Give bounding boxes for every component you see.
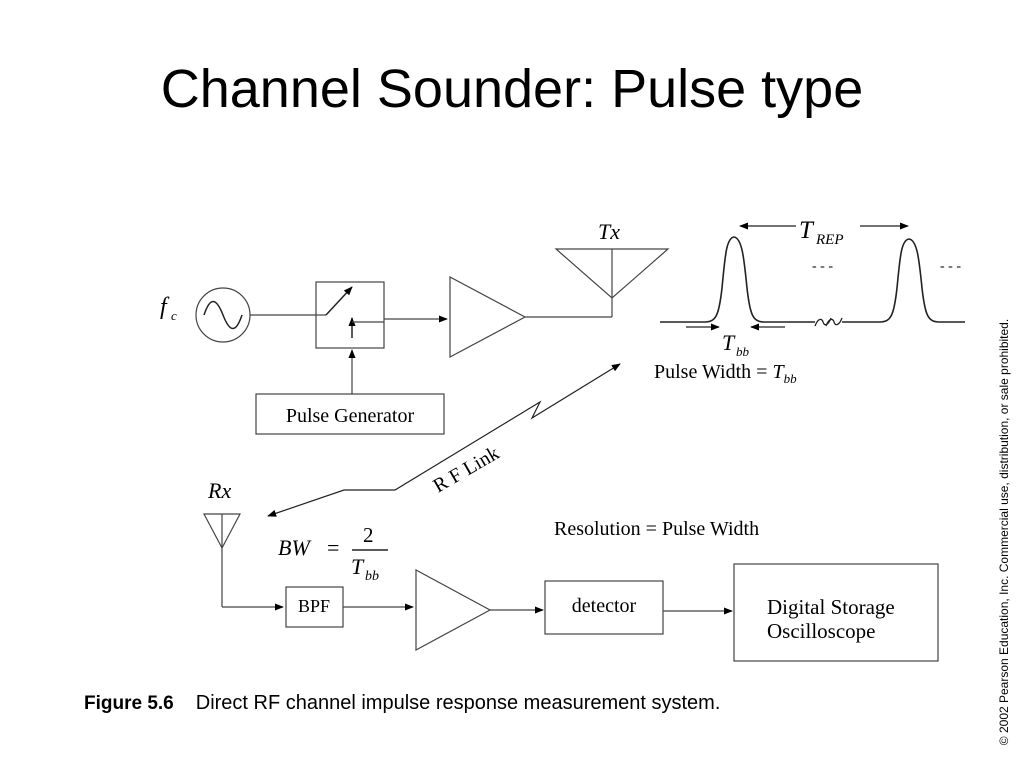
break-symbol-icon (814, 317, 843, 327)
pulse-generator-label: Pulse Generator (286, 405, 415, 427)
slide-title: Channel Sounder: Pulse type (160, 59, 864, 119)
repetition-dots-1: - - - (812, 259, 833, 274)
tx-antenna-icon (554, 248, 670, 299)
figure-caption: Figure 5.6 Direct RF channel impulse resp… (84, 692, 720, 715)
figure-label: Figure 5.6 (84, 693, 174, 714)
oscilloscope-box (733, 563, 939, 662)
pulse-width-subscript: bb (784, 371, 798, 386)
trep-subscript: REP (815, 232, 844, 248)
bw-T: T (351, 554, 365, 579)
repetition-dots-2: - - - (940, 259, 961, 274)
oscilloscope-label-line1: Digital Storage (767, 595, 895, 619)
trep-T: T (799, 217, 815, 244)
switch-arm (325, 286, 353, 316)
tbb-subscript: bb (736, 344, 750, 359)
copyright-notice: © 2002 Pearson Education, Inc. Commercia… (997, 318, 1011, 746)
figure-caption-text: Direct RF channel impulse response measu… (195, 692, 721, 714)
tbb-T: T (722, 330, 736, 355)
detector-label: detector (572, 595, 637, 617)
pulse-train-waveform (660, 236, 965, 327)
oscilloscope-label-line2: Oscilloscope (767, 619, 875, 643)
tx-amplifier (449, 276, 527, 358)
pulse-switch (315, 281, 385, 349)
fc-symbol: f (160, 294, 170, 320)
detector-box (544, 580, 664, 635)
pulse-width-T: T (772, 361, 785, 383)
sine-wave-icon (203, 300, 243, 330)
bw-equals: = (327, 535, 339, 560)
rf-link-arrow (267, 363, 621, 517)
tx-label: Tx (598, 219, 620, 244)
pulse-width-text: Pulse Width = Tbb (654, 361, 797, 386)
rx-amplifier (415, 568, 492, 652)
bw-numerator: 2 (363, 523, 374, 547)
oscillator: f c (160, 287, 251, 343)
rf-link-label: R F Link (430, 442, 504, 497)
bw-subscript: bb (365, 569, 379, 584)
fc-subscript: c (171, 308, 177, 323)
pulse-width-label: Pulse Width = (654, 361, 772, 383)
bpf-label: BPF (298, 596, 330, 616)
rx-label: Rx (207, 478, 231, 503)
resolution-label: Resolution = Pulse Width (554, 518, 759, 540)
bw-label: BW (278, 535, 311, 560)
